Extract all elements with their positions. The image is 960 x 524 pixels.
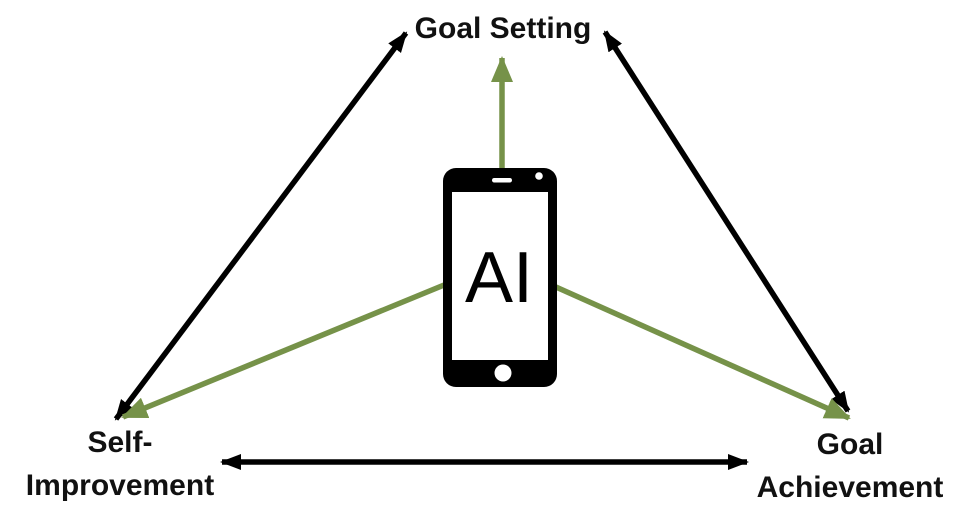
node-label-self-improvement-line1: Self- <box>87 426 153 459</box>
node-label-goal-setting: Goal Setting <box>414 12 592 45</box>
smartphone-icon: AI <box>443 168 557 387</box>
phone-camera <box>535 172 543 180</box>
node-label-self-improvement-line2: Improvement <box>25 469 215 502</box>
node-label-goal-achievement-line1: Goal <box>816 428 884 461</box>
node-label-goal-achievement-line2: Achievement <box>756 471 944 504</box>
phone-home-button <box>494 364 512 382</box>
node-label-goal-achievement: Goal Achievement <box>757 423 944 509</box>
phone-screen-text: AI <box>465 238 533 318</box>
edge-selfimprovement-goalsetting <box>113 31 409 421</box>
edge-ai-goalachievement <box>498 259 851 421</box>
phone-screen <box>452 192 548 360</box>
edge-ai-selfimprovement <box>121 259 502 420</box>
phone-speaker <box>492 178 512 183</box>
node-label-self-improvement: Self- Improvement <box>26 421 214 507</box>
edge-goalsetting-goalachievement <box>602 30 851 413</box>
